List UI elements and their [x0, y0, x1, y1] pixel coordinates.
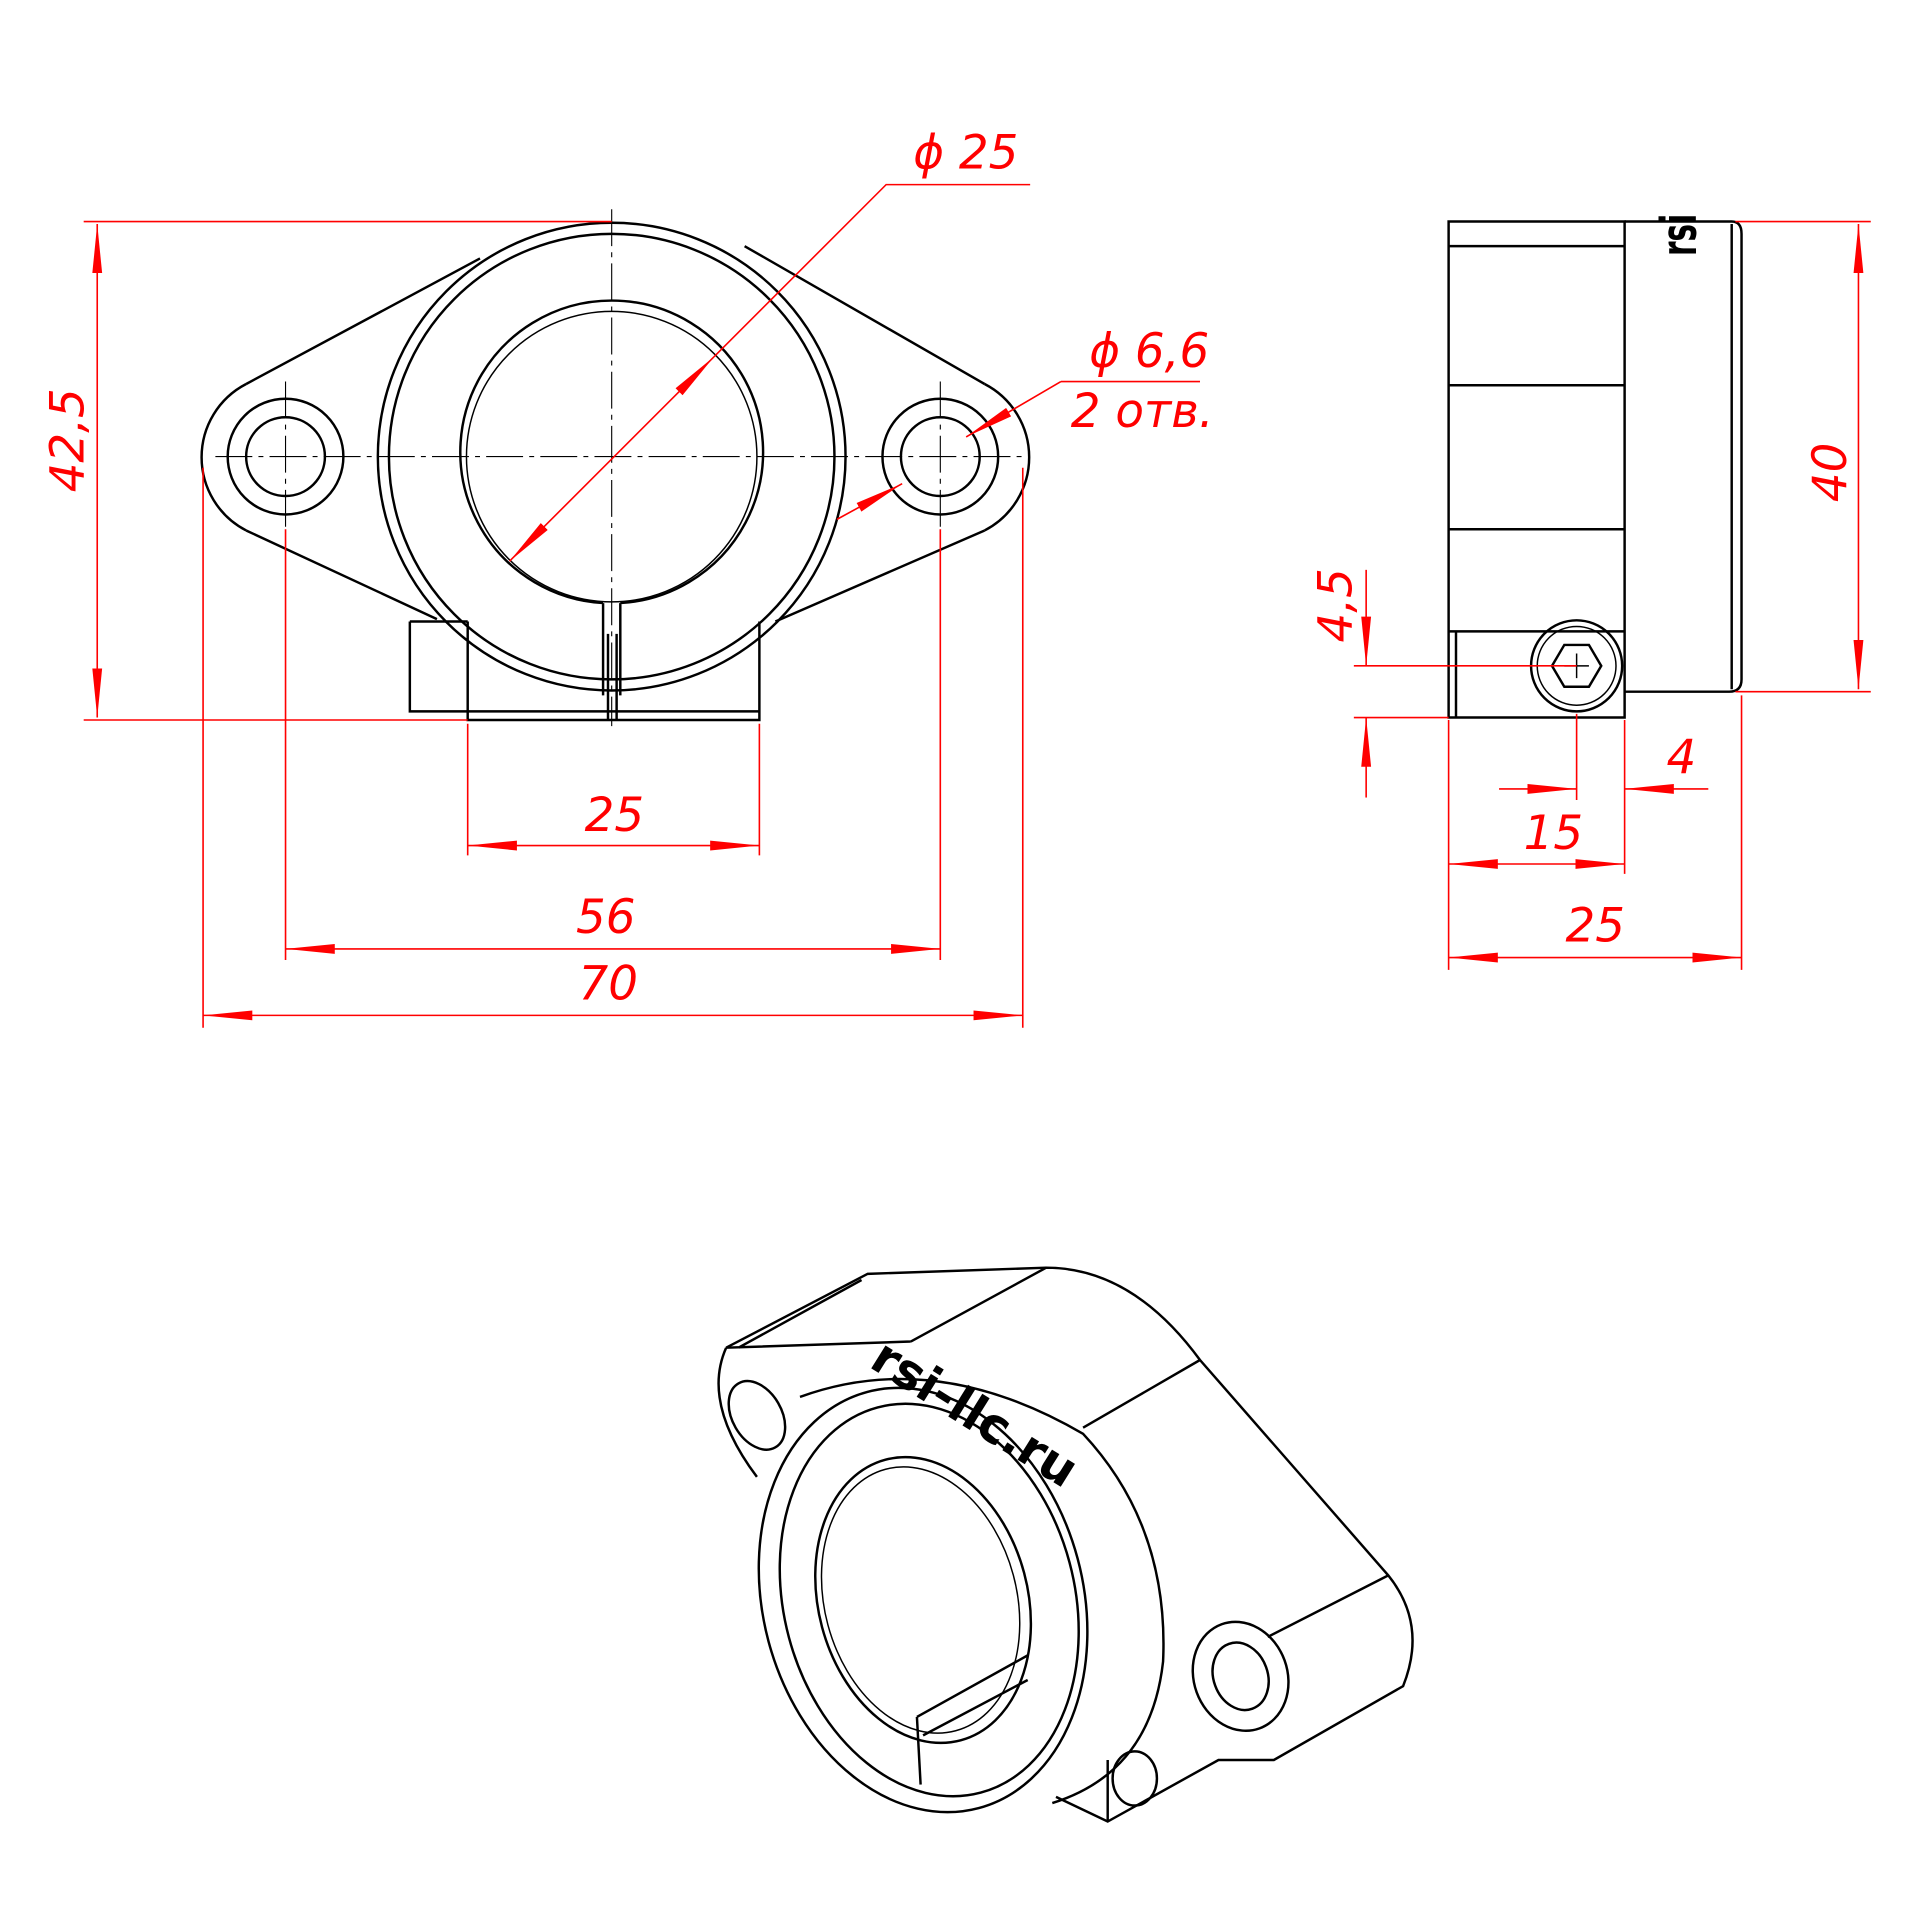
side-logo: rsi — [1650, 214, 1708, 256]
isometric-view: rsi-llc.ru — [717, 1266, 1414, 1823]
dim-overall-length: 70 — [578, 957, 638, 1011]
front-view — [200, 209, 1031, 727]
front-dimensions: 42,5 ϕ 25 ϕ 6,6 2 отв. 25 56 70 — [42, 127, 1214, 1028]
dim-screw-position: 15 — [1524, 807, 1584, 861]
dim-side-width: 25 — [1566, 900, 1626, 954]
dim-hole-count: 2 отв. — [1071, 385, 1214, 439]
dim-screw-offset: 4 — [1666, 731, 1696, 785]
isometric-logo: rsi-llc.ru — [861, 1327, 1088, 1499]
dim-hole-spacing: 56 — [576, 891, 636, 945]
dim-screw-height: 4,5 — [1309, 568, 1363, 642]
dim-height: 42,5 — [42, 388, 96, 492]
dim-side-height: 40 — [1804, 443, 1858, 503]
side-dimensions: 40 4,5 4 15 25 — [1309, 220, 1871, 970]
dim-bore: ϕ 25 — [913, 127, 1018, 181]
dim-base-width: 25 — [585, 789, 645, 843]
dim-hole: ϕ 6,6 — [1089, 325, 1209, 379]
side-view: rsi — [1447, 214, 1743, 719]
